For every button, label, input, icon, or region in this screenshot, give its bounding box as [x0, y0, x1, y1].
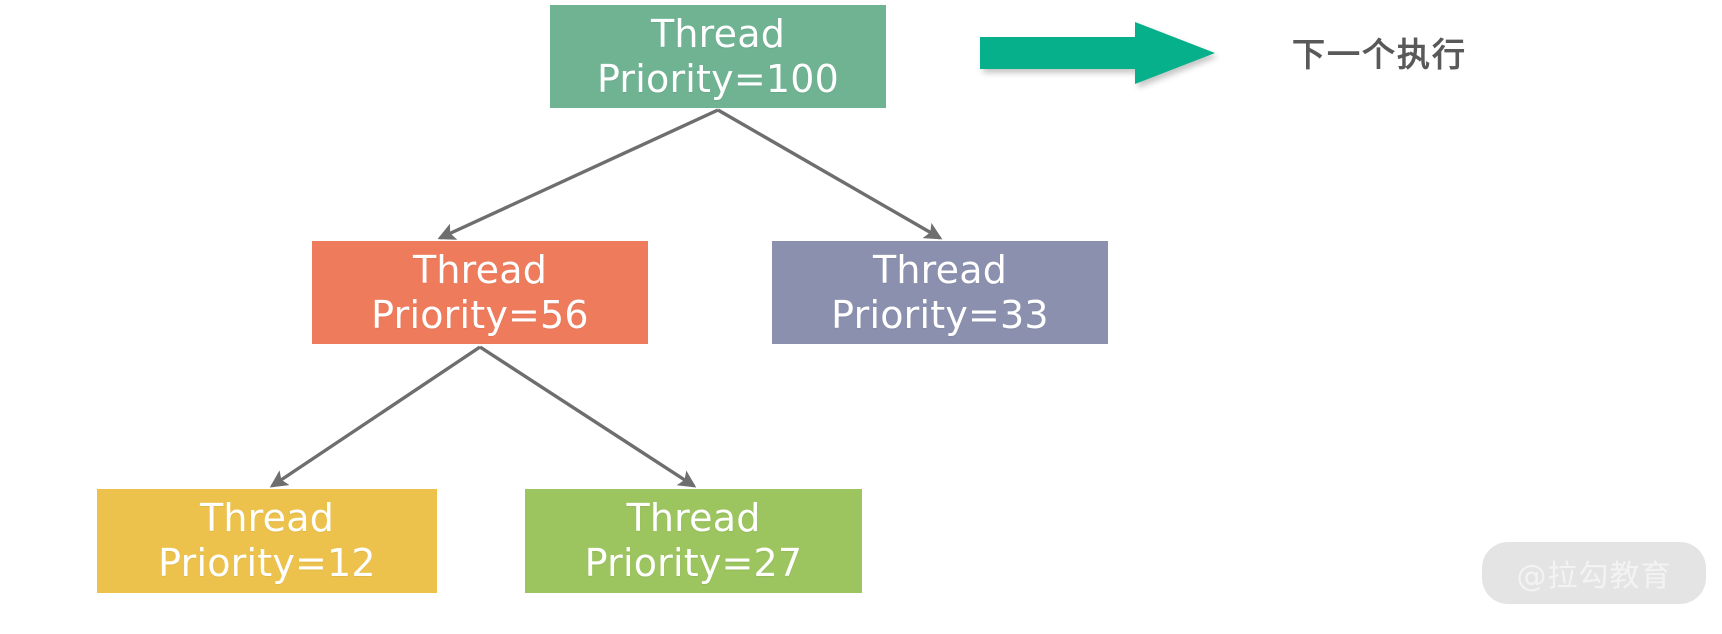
thread-node-right-priority: Priority=33 [831, 292, 1049, 337]
thread-node-left-title: Thread [412, 247, 548, 292]
thread-node-root-title: Thread [650, 11, 786, 56]
thread-node-root[interactable]: Thread Priority=100 [550, 5, 886, 108]
thread-node-left-right-title: Thread [626, 496, 761, 541]
thread-node-right-title: Thread [872, 247, 1008, 292]
thread-node-right[interactable]: Thread Priority=33 [772, 241, 1108, 344]
edge-root-to-left [437, 108, 719, 240]
thread-node-root-priority: Priority=100 [596, 56, 839, 101]
watermark-badge: @拉勾教育 [1482, 542, 1706, 604]
edge-left-to-left-left [269, 345, 481, 488]
edge-left-to-left-right [479, 345, 697, 488]
arrow-shape [980, 22, 1215, 84]
next-execution-arrow-icon [980, 22, 1215, 84]
thread-node-left-left[interactable]: Thread Priority=12 [97, 489, 437, 593]
next-execution-label: 下一个执行 [1292, 35, 1467, 74]
watermark-text: @拉勾教育 [1516, 559, 1672, 594]
thread-node-left[interactable]: Thread Priority=56 [312, 241, 648, 344]
thread-node-left-right[interactable]: Thread Priority=27 [525, 489, 862, 593]
thread-node-left-left-title: Thread [199, 496, 335, 541]
thread-node-left-priority: Priority=56 [371, 292, 589, 337]
thread-node-left-right-priority: Priority=27 [584, 541, 803, 585]
edge-root-to-right [717, 108, 943, 240]
thread-node-left-left-priority: Priority=12 [158, 541, 376, 585]
